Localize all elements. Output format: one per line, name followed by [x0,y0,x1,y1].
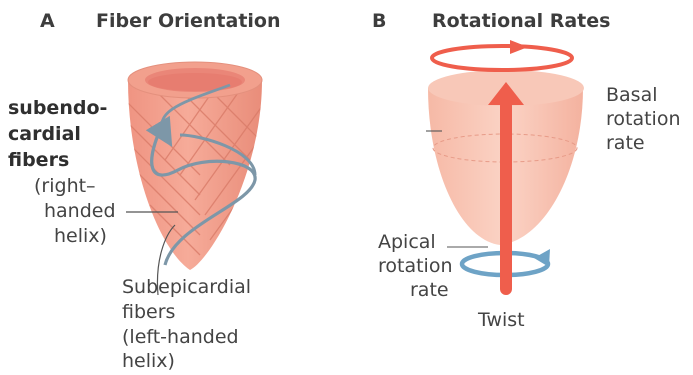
label-basal-line-1: Basal [606,85,658,106]
label-basal-line-2: rotation [606,109,681,130]
basal-arrowhead-icon [510,40,528,54]
basal-rotation-arrow [432,46,572,70]
panel-b-title: Rotational Rates [432,11,610,32]
ventricle-fiber-orientation [120,62,270,295]
label-apical-line-2: rotation [378,256,453,277]
label-handed-line-1: (right– [34,176,96,197]
label-apical-line-1: Apical [378,232,436,253]
twist-arrow-shaft [500,100,512,295]
label-subendo-line-1: subendo- [8,98,107,119]
apical-arrowhead-icon [534,249,550,267]
label-subendo-line-3: fibers [8,150,69,171]
panel-a-title: Fiber Orientation [96,11,281,32]
label-basal-line-3: rate [606,133,645,154]
label-apical-line-3: rate [410,280,449,301]
panel-a-letter: A [40,11,55,32]
panel-b-letter: B [372,11,386,32]
label-subendo-line-2: cardial [8,124,81,145]
label-twist: Twist [478,310,525,331]
label-subepi-line-4: helix) [122,351,175,372]
label-subepi-line-3: (left-handed [122,327,239,348]
label-handed-line-3: helix) [54,226,107,247]
label-subepi-line-1: Subepicardial [122,277,251,298]
label-subepi-line-2: fibers [122,302,175,323]
label-handed-line-2: handed [44,201,116,222]
